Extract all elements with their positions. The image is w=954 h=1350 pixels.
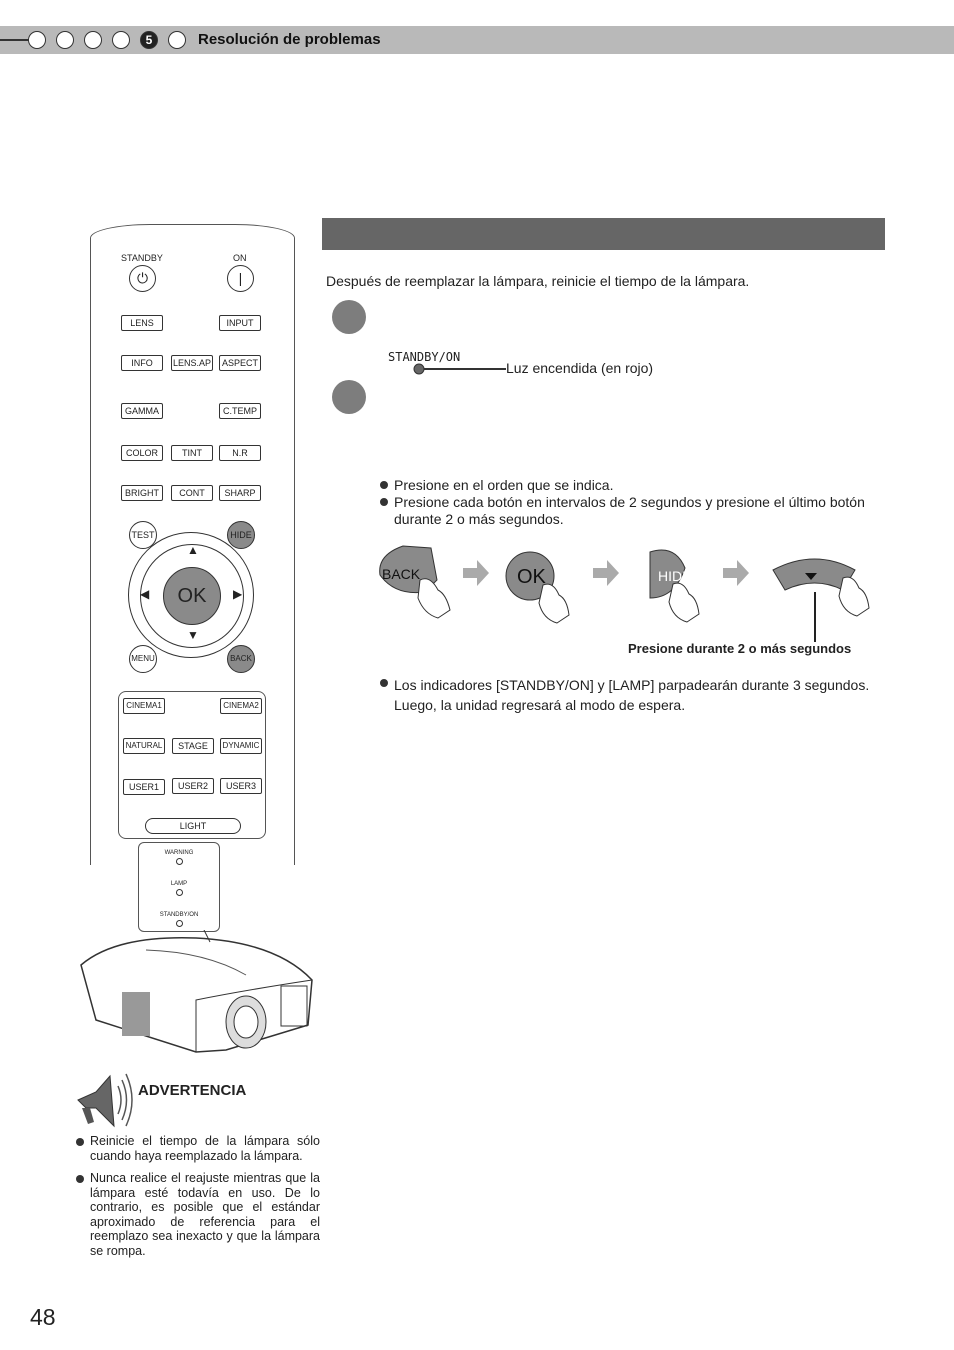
cinema2-button[interactable]: CINEMA2 [220,698,262,714]
menu-button[interactable]: MENU [129,645,157,673]
on-button[interactable]: | [227,265,254,292]
ok-button[interactable]: OK [163,567,221,625]
hold-note: Presione durante 2 o más segundos [628,641,852,656]
c-temp-button[interactable]: C.TEMP [219,403,261,419]
section-header: 5 Resolución de problemas [0,26,954,54]
user3-button[interactable]: USER3 [220,778,262,794]
color-button[interactable]: COLOR [121,445,163,461]
intro-text: Después de reemplazar la lámpara, reinic… [326,273,750,289]
remote-label: ON [233,253,247,263]
user1-button[interactable]: USER1 [123,779,165,795]
gamma-button[interactable]: GAMMA [121,403,163,419]
page-number: 48 [30,1304,56,1330]
standby-button[interactable]: ⏻ [129,265,156,292]
nr-button[interactable]: N.R [219,445,261,461]
remote-label: STANDBY [121,253,163,263]
warning-item: Reinicie el tiempo de la lámpara sólo cu… [76,1134,320,1163]
indicator-leader [413,363,506,375]
natural-button[interactable]: NATURAL [123,738,165,754]
standby-indicator-label: STANDBY/ON [159,912,199,918]
stage-button[interactable]: STAGE [172,738,214,754]
warning-indicator-label: WARNING [164,850,194,856]
light-button[interactable]: LIGHT [145,818,241,834]
user2-button[interactable]: USER2 [172,778,214,794]
section-dot [56,31,74,49]
section-dot [84,31,102,49]
remote-control: STANDBY ON ⏻ | LENS INPUT INFO LENS.AP A… [90,224,295,865]
dynamic-button[interactable]: DYNAMIC [220,738,262,754]
hide-key-label: HIDE [658,568,692,584]
tint-button[interactable]: TINT [171,445,213,461]
cinema1-button[interactable]: CINEMA1 [123,698,165,714]
standby-led-icon [176,920,183,927]
lens-button[interactable]: LENS [121,315,163,331]
section-dot [28,31,46,49]
section-number: 5 [140,31,158,49]
picture-mode-panel: CINEMA1 CINEMA2 NATURAL STAGE DYNAMIC US… [118,691,266,839]
projector-illustration [80,930,313,1053]
down-arrow-icon[interactable]: ▼ [187,628,199,642]
hide-button[interactable]: HIDE [227,521,255,549]
input-button[interactable]: INPUT [219,315,261,331]
megaphone-icon [77,1073,133,1128]
step-2-marker [332,380,366,414]
back-key-label: BACK [382,566,421,582]
info-button[interactable]: INFO [121,355,163,371]
section-dot [112,31,130,49]
lens-ap-button[interactable]: LENS.AP [171,355,213,371]
instruction-bullet: Presione cada botón en intervalos de 2 s… [380,494,884,528]
step-1-marker [332,300,366,334]
warning-title: ADVERTENCIA [138,1082,247,1099]
section-title: Resolución de problemas [198,31,381,48]
lamp-led-icon [176,889,183,896]
up-arrow-icon[interactable]: ▲ [187,543,199,557]
ok-key-label: OK [517,566,546,588]
left-arrow-icon[interactable]: ◀ [140,587,150,601]
title-bar [322,218,885,250]
bright-button[interactable]: BRIGHT [121,485,163,501]
back-button[interactable]: BACK [227,645,255,673]
warning-item: Nunca realice el reajuste mientras que l… [76,1171,320,1258]
result-bullet: Los indicadores [STANDBY/ON] y [LAMP] pa… [380,675,889,715]
instruction-bullet: Presione en el orden que se indica. [379,477,614,493]
indicator-label: STANDBY/ON [388,350,461,364]
cont-button[interactable]: CONT [171,485,213,501]
warning-led-icon [176,858,183,865]
sharp-button[interactable]: SHARP [219,485,261,501]
right-arrow-icon[interactable]: ▶ [233,587,243,601]
aspect-button[interactable]: ASPECT [219,355,261,371]
lamp-indicator-label: LAMP [170,881,188,887]
button-sequence-illustration [379,545,870,642]
header-rule [0,39,30,41]
indicator-note: Luz encendida (en rojo) [506,360,654,376]
indicator-callout: WARNING LAMP STANDBY/ON [138,842,220,932]
section-dot [168,31,186,49]
